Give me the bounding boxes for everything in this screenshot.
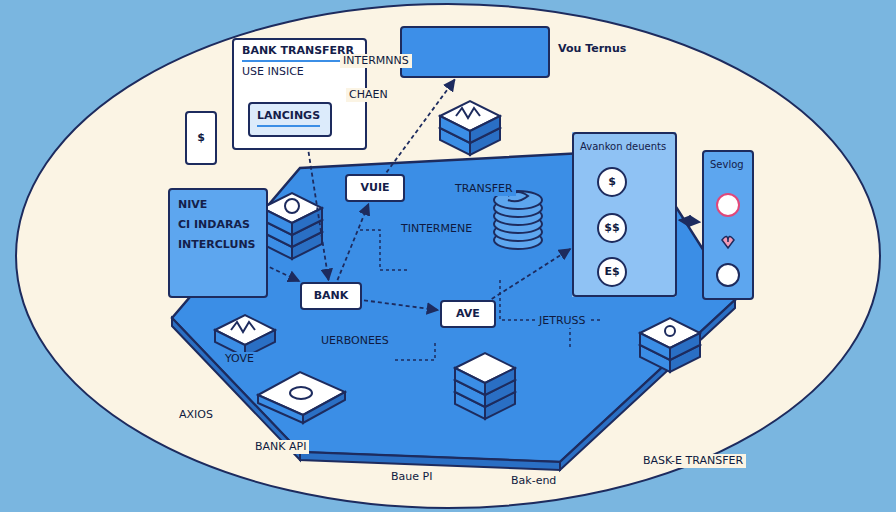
inner-box: LANCINGS [248,102,332,137]
node-text: CI INDARAS [178,218,250,232]
wave-box [440,101,500,155]
cash-bill [258,372,345,423]
node-title: NIVE [178,198,207,212]
node-title: Sevlog [710,158,744,172]
node-title: Vou Ternus [558,42,626,56]
process-box: VUIE [345,174,405,202]
platform-edge [300,452,560,470]
currency-symbol: $ [194,131,208,145]
wave-box [215,315,275,357]
flow-connector [309,152,329,280]
flow-connector [337,204,368,280]
flow-label: YOVE [222,352,257,366]
part-label: BASK-E TRANSFER [640,454,746,468]
money-stack [455,353,515,419]
currency-symbol: $$ [601,221,622,235]
flow-label: TRANSFER [452,182,516,196]
backdrop-ellipse [16,4,880,508]
box-stack [262,193,322,259]
speech-bubble: Vou Ternus [400,26,550,78]
process-box: BANK [300,282,362,310]
coin-stack [494,191,542,249]
node-text: INTERCLUNS [178,238,256,252]
part-label: AXIOS [176,408,216,422]
dotted-path [360,230,600,360]
panel-ground [572,132,676,297]
part-label: Baue PI [388,470,435,484]
node-title: LANCINGS [257,109,320,127]
process-box: AVE [440,300,496,328]
node-text: USE INSICE [242,65,304,79]
flow-label: TINTERMENE [398,222,475,236]
node-title: AVE [456,307,480,321]
phone-icon [717,194,739,216]
part-label: BANK API [252,440,309,454]
flow-label: JETRUSS [536,314,589,328]
server-box [640,318,700,372]
heart-icon [722,236,734,248]
dollar-frame [186,112,216,164]
phone-icon [717,264,739,286]
node-title: BANK TRANSFERR [242,44,354,62]
node-title: BANK [314,289,349,303]
coin-icon [598,168,626,196]
part-label: Bak-end [508,474,559,488]
note-label: CHAEN [346,88,391,102]
note-label: INTERMNNS [340,54,412,68]
device-panel: Avankon deuents [572,132,677,297]
flow-connector [364,300,438,310]
node-title: Avankon deuents [580,140,666,154]
phone-ground [702,150,754,300]
flow-connector [679,220,700,222]
flow-label: UERBONEES [318,334,392,348]
coin-icon [598,258,626,286]
flow-connector [270,267,300,281]
coin-icon [598,214,626,242]
node-title: VUIE [360,181,389,195]
currency-symbol: E$ [601,265,622,279]
flow-connector [492,249,571,299]
phone-screen: Sevlog [702,150,754,300]
currency-symbol: $ [605,175,619,189]
flow-connector [386,80,454,173]
side-panel: NIVE CI INDARAS INTERCLUNS [168,188,268,298]
